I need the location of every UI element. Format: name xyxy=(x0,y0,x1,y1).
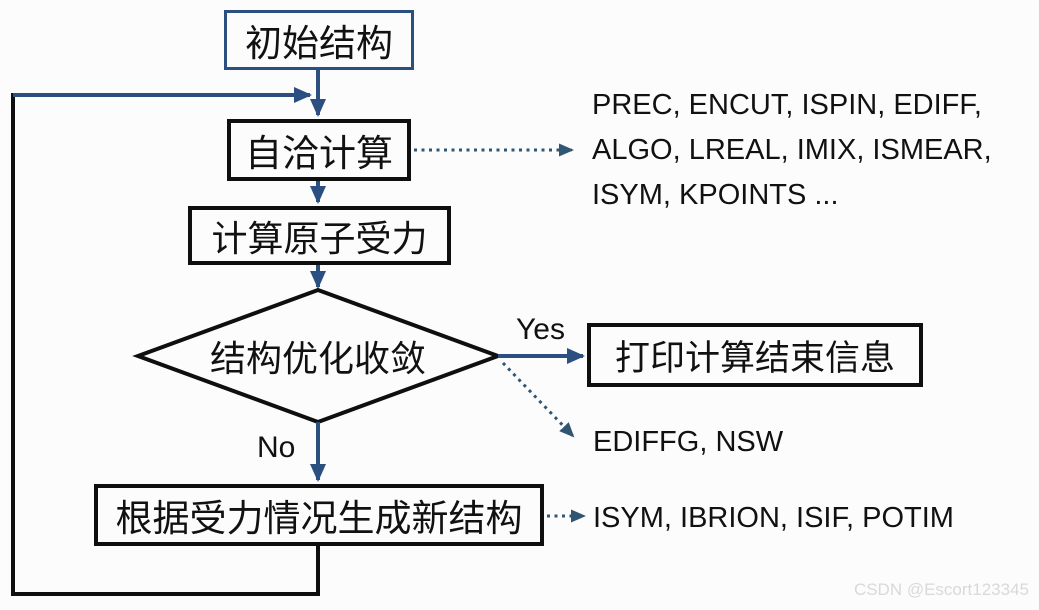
annotation-convergence-params: EDIFFG, NSW xyxy=(593,426,784,458)
node-print-end-info: 打印计算结束信息 xyxy=(587,323,923,387)
dotted-arrow-convergence-params xyxy=(501,361,575,438)
annotation-scf-params-line2: ALGO, LREAL, IMIX, ISMEAR, xyxy=(592,134,992,166)
loop-back-line xyxy=(11,93,320,596)
node-initial-structure: 初始结构 xyxy=(224,10,414,70)
annotation-scf-params-line3: ISYM, KPOINTS ... xyxy=(592,179,839,211)
annotation-scf-params-line1: PREC, ENCUT, ISPIN, EDIFF, xyxy=(592,89,982,121)
node-generate-new-structure: 根据受力情况生成新结构 xyxy=(94,484,544,546)
node-scf-calculation: 自洽计算 xyxy=(227,119,411,181)
node-calc-atomic-forces: 计算原子受力 xyxy=(188,206,451,265)
annotation-newstructure-params: ISYM, IBRION, ISIF, POTIM xyxy=(593,502,954,534)
edge-label-yes: Yes xyxy=(516,313,565,346)
node-decision-converged-label: 结构优化收敛 xyxy=(209,339,426,380)
edge-label-no: No xyxy=(257,431,296,464)
watermark-text: CSDN @Escort123345 xyxy=(853,580,1029,599)
annotation-scf-params: PREC, ENCUT, ISPIN, EDIFF, ALGO, LREAL, … xyxy=(592,83,992,218)
